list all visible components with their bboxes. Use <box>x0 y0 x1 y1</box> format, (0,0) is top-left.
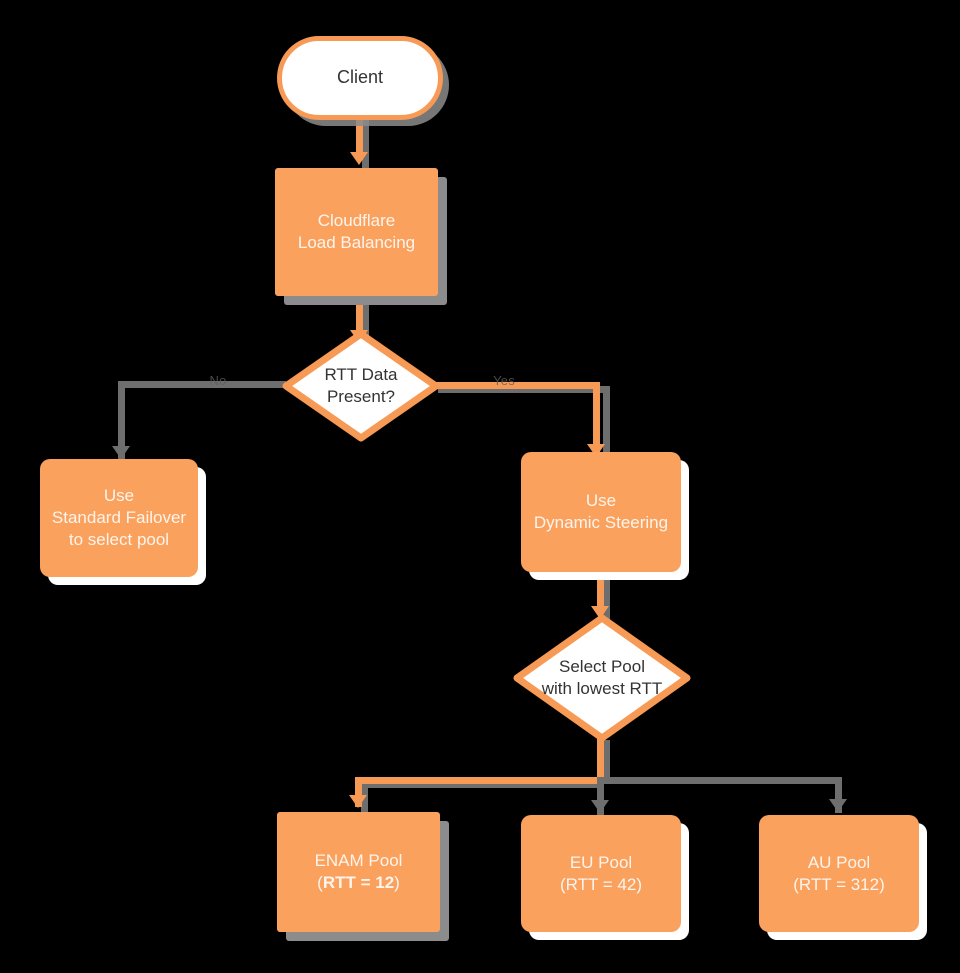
node-enam-pool-paren-close: ) <box>394 873 400 892</box>
node-eu-pool-line1: EU Pool <box>569 852 633 872</box>
connector-lb-to-rtt <box>356 296 363 336</box>
connector-au-drop <box>835 777 842 813</box>
arrowhead-rtt-no <box>112 446 130 459</box>
arrowhead-to-au-pool <box>829 799 847 812</box>
node-standard-failover-line1: Use <box>103 486 135 506</box>
connector-rtt-yes-vertical <box>593 382 600 454</box>
connector-select-stem <box>597 738 604 778</box>
diamond-shape-select-pool <box>513 614 691 742</box>
node-dynamic-steering-line1: Use <box>585 491 617 511</box>
node-standard-failover[interactable]: Use Standard Failover to select pool <box>40 459 198 577</box>
arrowhead-client-to-lb <box>350 152 368 165</box>
node-standard-failover-line3: to select pool <box>68 529 170 549</box>
node-eu-pool[interactable]: EU Pool (RTT = 42) <box>521 815 681 932</box>
arrowhead-to-eu-pool <box>591 800 609 813</box>
connector-client-to-lb <box>356 118 363 160</box>
node-au-pool-line1: AU Pool <box>807 852 871 872</box>
connector-rtt-yes-horizontal <box>432 382 600 389</box>
node-dynamic-steering[interactable]: Use Dynamic Steering <box>521 452 681 572</box>
node-select-pool-lowest-rtt[interactable]: Select Pool with lowest RTT <box>513 614 691 742</box>
edge-label-no: No <box>209 373 227 388</box>
node-rtt-data-present[interactable]: RTT Data Present? <box>282 330 440 442</box>
connector-bus-eu-drop <box>597 777 604 815</box>
node-enam-pool[interactable]: ENAM Pool (RTT = 12) <box>277 812 440 932</box>
node-client[interactable]: Client <box>277 36 443 120</box>
connector-shadow-ds-to-select <box>603 576 610 624</box>
connector-shadow-client-to-lb <box>362 120 369 168</box>
connector-shadow-rtt-yes-horizontal <box>438 386 610 393</box>
node-lb-label-line2: Load Balancing <box>297 233 416 252</box>
connector-ds-to-select <box>597 572 604 614</box>
diamond-shape-rtt <box>282 330 440 442</box>
node-enam-pool-line2: (RTT = 12) <box>317 872 400 894</box>
node-cloudflare-load-balancing[interactable]: Cloudflare Load Balancing <box>275 168 438 296</box>
connector-shadow-bus-enam <box>361 781 604 788</box>
node-enam-pool-rtt-value: RTT = 12 <box>322 873 395 892</box>
connector-shadow-lb-to-rtt <box>362 298 369 344</box>
node-au-pool-line2: (RTT = 312) <box>793 874 885 894</box>
node-enam-pool-paren-open: ( <box>317 873 323 892</box>
node-eu-pool-line2: (RTT = 42) <box>559 874 643 894</box>
connector-shadow-select-stem <box>603 740 610 780</box>
connector-shadow-rtt-yes-vertical <box>603 386 610 464</box>
connector-bus-au <box>597 777 842 784</box>
node-au-pool[interactable]: AU Pool (RTT = 312) <box>759 815 919 932</box>
connector-bus-enam <box>355 777 600 784</box>
arrowhead-to-enam-pool <box>349 795 367 808</box>
connector-enam-drop <box>355 777 362 807</box>
node-client-label: Client <box>336 67 384 88</box>
node-enam-pool-line1: ENAM Pool <box>314 851 403 871</box>
edge-label-yes: Yes <box>493 373 515 388</box>
connector-rtt-no-vertical <box>118 381 125 461</box>
connector-rtt-no-horizontal <box>118 381 286 388</box>
node-standard-failover-line2: Standard Failover <box>51 508 187 528</box>
node-dynamic-steering-line2: Dynamic Steering <box>533 513 669 532</box>
node-lb-label-line1: Cloudflare <box>317 211 396 231</box>
